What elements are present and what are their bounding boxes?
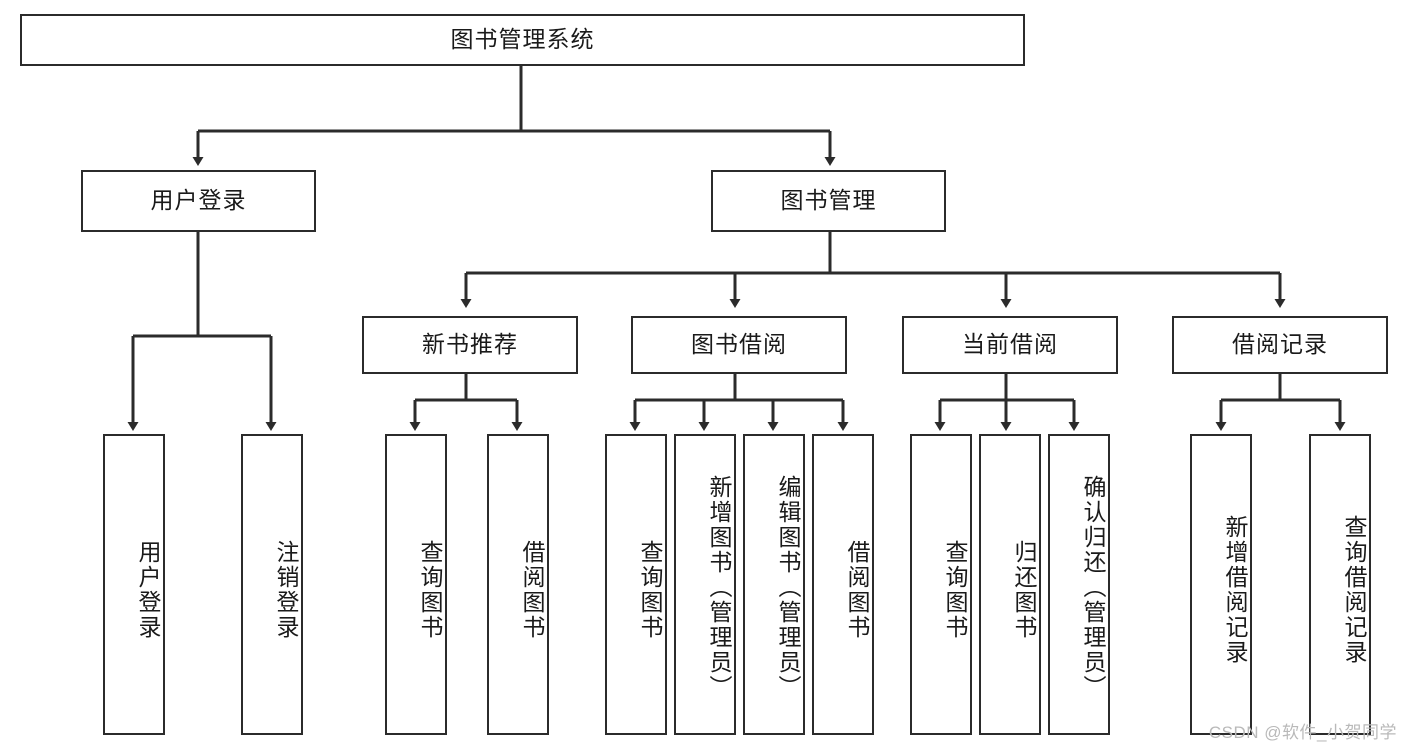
node-user-login-label: 用户登录 <box>150 187 247 214</box>
node-leaf-edit-book-label: 编辑图书（管理员） <box>775 475 801 700</box>
node-leaf-borrow-book-2[interactable]: 借阅图书 <box>812 434 874 735</box>
node-leaf-query-book-2-label: 查询图书 <box>637 539 663 640</box>
node-leaf-add-record-label: 新增借阅记录 <box>1222 514 1248 665</box>
node-leaf-borrow-book-1-label: 借阅图书 <box>519 539 545 640</box>
node-leaf-user-login-label: 用户登录 <box>135 539 161 640</box>
node-leaf-confirm-return[interactable]: 确认归还（管理员） <box>1048 434 1110 735</box>
node-book-borrow[interactable]: 图书借阅 <box>631 316 847 374</box>
node-user-login[interactable]: 用户登录 <box>81 170 316 232</box>
node-borrow-record-label: 借阅记录 <box>1232 331 1328 358</box>
node-leaf-query-book-3[interactable]: 查询图书 <box>910 434 972 735</box>
node-leaf-edit-book[interactable]: 编辑图书（管理员） <box>743 434 805 735</box>
watermark: CSDN @软件_小贺同学 <box>1208 723 1397 742</box>
node-book-borrow-label: 图书借阅 <box>691 331 787 358</box>
node-current-borrow[interactable]: 当前借阅 <box>902 316 1118 374</box>
node-leaf-query-book-2[interactable]: 查询图书 <box>605 434 667 735</box>
node-new-book-recommend[interactable]: 新书推荐 <box>362 316 578 374</box>
node-leaf-logout-login-label: 注销登录 <box>273 539 299 640</box>
node-leaf-add-book[interactable]: 新增图书（管理员） <box>674 434 736 735</box>
node-root-label: 图书管理系统 <box>450 26 595 53</box>
node-leaf-query-book-1-label: 查询图书 <box>417 539 443 640</box>
node-leaf-user-login[interactable]: 用户登录 <box>103 434 165 735</box>
node-current-borrow-label: 当前借阅 <box>962 331 1058 358</box>
node-leaf-query-book-1[interactable]: 查询图书 <box>385 434 447 735</box>
node-root[interactable]: 图书管理系统 <box>20 14 1025 66</box>
node-leaf-query-record[interactable]: 查询借阅记录 <box>1309 434 1371 735</box>
node-leaf-query-record-label: 查询借阅记录 <box>1341 514 1367 665</box>
node-leaf-return-book[interactable]: 归还图书 <box>979 434 1041 735</box>
node-leaf-query-book-3-label: 查询图书 <box>942 539 968 640</box>
node-leaf-return-book-label: 归还图书 <box>1011 539 1037 640</box>
node-leaf-add-book-label: 新增图书（管理员） <box>706 475 732 700</box>
node-leaf-logout-login[interactable]: 注销登录 <box>241 434 303 735</box>
node-leaf-add-record[interactable]: 新增借阅记录 <box>1190 434 1252 735</box>
node-new-book-recommend-label: 新书推荐 <box>422 331 518 358</box>
node-book-management-label: 图书管理 <box>780 187 877 214</box>
node-leaf-borrow-book-2-label: 借阅图书 <box>844 539 870 640</box>
node-leaf-borrow-book-1[interactable]: 借阅图书 <box>487 434 549 735</box>
node-leaf-confirm-return-label: 确认归还（管理员） <box>1080 475 1106 700</box>
node-borrow-record[interactable]: 借阅记录 <box>1172 316 1388 374</box>
node-book-management[interactable]: 图书管理 <box>711 170 946 232</box>
